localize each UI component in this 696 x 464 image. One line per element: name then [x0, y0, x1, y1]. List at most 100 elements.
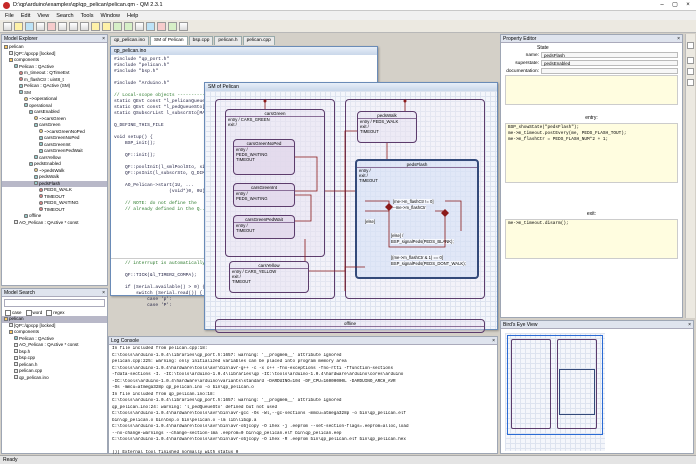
search-result-item[interactable]: pelican	[2, 316, 107, 323]
redo-icon[interactable]	[102, 21, 111, 31]
log-line: -fdata-sections -I. -IC:\tools\arduino-1…	[112, 372, 404, 377]
transition-tool-icon[interactable]	[687, 57, 694, 64]
superstate-field[interactable]: pedsEnabled	[541, 60, 678, 66]
tool-settings-icon[interactable]	[179, 21, 188, 31]
generate-code-icon[interactable]	[146, 21, 155, 31]
tree-item[interactable]: TIMEOUT	[2, 207, 107, 214]
search-result-item[interactable]: pelican.h	[2, 362, 107, 369]
paste-icon[interactable]	[80, 21, 89, 31]
search-input[interactable]	[4, 299, 105, 307]
menu-window[interactable]: Window	[100, 12, 121, 19]
tab-pelican-h[interactable]: pelican.h	[214, 36, 242, 45]
tree-item[interactable]: m_flashCtr : uint8_t	[2, 77, 107, 84]
undo-icon[interactable]	[91, 21, 100, 31]
tree-item[interactable]: ~>carsGreen	[2, 116, 107, 123]
log-console-text[interactable]: In file included from pelican.cpp:18:C:\…	[109, 345, 497, 458]
save-all-icon[interactable]	[36, 21, 45, 31]
search-result-item[interactable]: pelican.cpp	[2, 368, 107, 375]
history-tool-icon[interactable]	[687, 79, 694, 86]
zoom-in-icon[interactable]	[113, 21, 122, 31]
menu-view[interactable]: View	[37, 12, 50, 19]
grid-icon[interactable]	[135, 21, 144, 31]
tree-item[interactable]: pelican	[2, 44, 107, 51]
tab-qp-pelican-ino[interactable]: qp_pelican.ino	[110, 36, 149, 45]
menu-edit[interactable]: Edit	[20, 12, 31, 19]
state-offline[interactable]: offline	[215, 319, 485, 333]
menu-search[interactable]: Search	[56, 12, 74, 19]
tree-item[interactable]: operational	[2, 103, 107, 110]
tree-item[interactable]: carsGreenInt	[2, 142, 107, 149]
tab-sm-of-pelican[interactable]: SM of Pelican	[149, 36, 188, 45]
code-line: #include "qp_port.h"	[114, 57, 170, 62]
tree-item[interactable]: pedsWalk	[2, 174, 107, 181]
save-icon[interactable]	[25, 21, 34, 31]
open-folder-icon[interactable]	[14, 21, 23, 31]
tree-item[interactable]: m_timeout : QTimeEvt	[2, 70, 107, 77]
tree-item[interactable]: carsGreen	[2, 122, 107, 129]
tree-item[interactable]: pedsFlash	[2, 180, 107, 187]
log-line: -Os -mmcu=atmega328p qp_pelican.ino -o b…	[112, 385, 254, 390]
action-peds-dont-walk: BSP_signalPeds(PEDS_DONT_WALK);	[391, 261, 466, 266]
tree-item[interactable]: carsGreenPedWait	[2, 148, 107, 155]
zoom-out-icon[interactable]	[124, 21, 133, 31]
close-icon[interactable]	[47, 21, 56, 31]
tree-item[interactable]: pedsEnabled	[2, 161, 107, 168]
tree-item[interactable]: [QP::/qpcpp [locked]	[2, 51, 107, 58]
tree-item[interactable]: SM	[2, 90, 107, 97]
tree-item[interactable]: Pelican : QActive	[2, 64, 107, 71]
tree-item[interactable]: PEDS_WAITING	[2, 200, 107, 207]
tree-item[interactable]: offline	[2, 213, 107, 220]
name-field[interactable]: pedsFlash	[541, 52, 678, 58]
documentation-field[interactable]	[541, 68, 678, 74]
birds-eye-canvas[interactable]	[505, 333, 605, 451]
tree-item[interactable]: AO_Pelican : QActive * const	[2, 220, 107, 227]
tree-item[interactable]: components	[2, 57, 107, 64]
search-result-item[interactable]: AO_Pelican : QActive * const	[2, 342, 107, 349]
menu-file[interactable]: File	[5, 12, 14, 19]
run-icon[interactable]	[168, 21, 177, 31]
search-result-item[interactable]: qp_pelican.ino	[2, 375, 107, 382]
entry-action-code[interactable]: BSP_showState("pedsFlash");me->m_timeout…	[505, 123, 678, 183]
state-cars-green-int[interactable]: carsGreenInt entry /PEDS_WAITING	[233, 183, 295, 207]
tab-bsp-cpp[interactable]: bsp.cpp	[188, 36, 214, 45]
choice-tool-icon[interactable]	[687, 68, 694, 75]
minimize-button[interactable]: –	[660, 2, 664, 8]
documentation-area[interactable]	[505, 75, 678, 105]
tree-item[interactable]: PEDS_WALK	[2, 187, 107, 194]
build-icon[interactable]	[157, 21, 166, 31]
tree-item[interactable]: carsYellow	[2, 155, 107, 162]
tree-item[interactable]: carsGreenNoPed	[2, 135, 107, 142]
search-result-item[interactable]: [QP::/qpcpp [locked]	[2, 323, 107, 330]
tree-item[interactable]: ~>carsGreenNoPed	[2, 129, 107, 136]
birds-eye-panel: Bird's Eye View×	[500, 320, 694, 454]
search-result-item[interactable]: Pelican : QActive	[2, 336, 107, 343]
maximize-button[interactable]: ▢	[672, 2, 678, 8]
state-tool-icon[interactable]	[687, 42, 694, 49]
exit-action-code[interactable]: me->m_timeout.disarm();	[505, 219, 678, 259]
search-result-item[interactable]: components	[2, 329, 107, 336]
state-cars-green-ped-wait[interactable]: carsGreenPedWait entry /TIMEOUT	[233, 215, 295, 239]
new-icon[interactable]	[3, 21, 12, 31]
menu-help[interactable]: Help	[127, 12, 139, 19]
menu-tools[interactable]: Tools	[80, 12, 94, 19]
tree-item[interactable]: Pelican : QActive (SM)	[2, 83, 107, 90]
code-editor-text[interactable]: #include "qp_port.h"#include "pelican.h"…	[111, 55, 377, 220]
diagram-title: SM of Pelican	[205, 83, 497, 91]
tree-item[interactable]: TIMEOUT	[2, 194, 107, 201]
search-result-item[interactable]: bsp.h	[2, 349, 107, 356]
tree-item[interactable]: carsEnabled	[2, 109, 107, 116]
tree-item[interactable]: ~>operational	[2, 96, 107, 103]
cut-icon[interactable]	[58, 21, 67, 31]
tab-pelican-cpp[interactable]: pelican.cpp	[242, 36, 275, 45]
tree-item[interactable]: ~>pedsWalk	[2, 168, 107, 175]
copy-icon[interactable]	[69, 21, 78, 31]
search-result-item[interactable]: bsp.cpp	[2, 355, 107, 362]
viewport-rect[interactable]	[507, 335, 603, 435]
close-button[interactable]: ×	[686, 2, 690, 8]
